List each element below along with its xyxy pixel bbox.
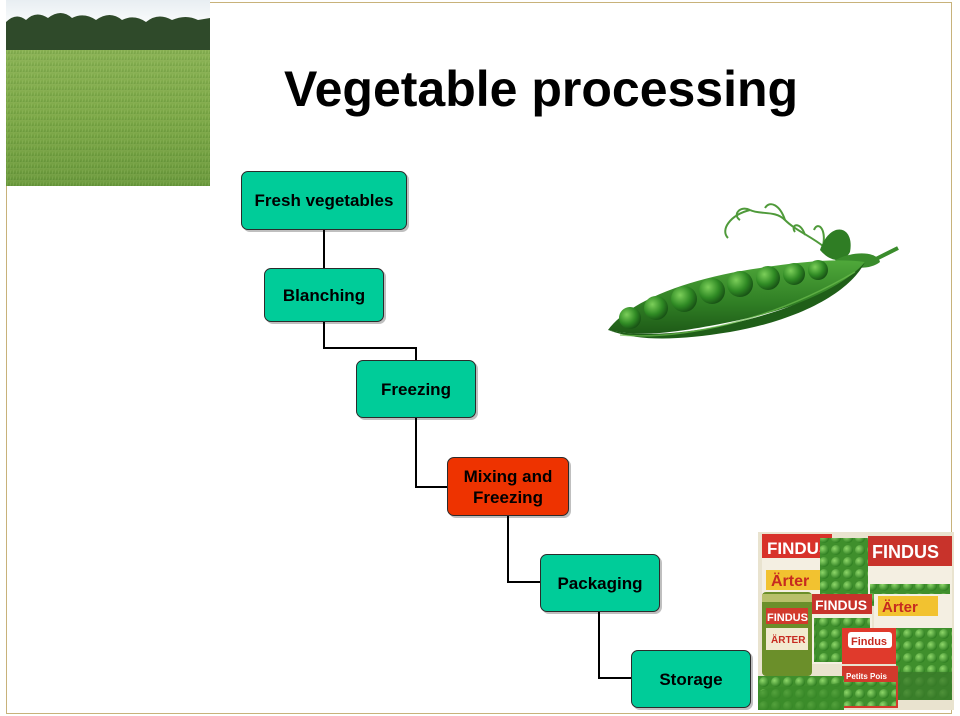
step-label: Mixing and Freezing	[463, 466, 553, 507]
package-product-text: Ärter	[771, 572, 809, 590]
step-fresh-vegetables: Fresh vegetables	[241, 171, 407, 230]
findus-pea-packages-photo: FINDUS Ärter FINDUS FINDUS ÄRTER FINDUS …	[758, 532, 954, 710]
package-brand-text: FINDUS	[767, 539, 830, 558]
package-variant-text: Petits Pois	[846, 672, 887, 681]
pea-pod-photo	[600, 190, 900, 350]
can-brand-text: FINDUS	[767, 612, 808, 624]
package-brand-text-3: FINDUS	[815, 597, 867, 613]
step-label: Blanching	[282, 285, 366, 305]
step-mixing-and-freezing: Mixing and Freezing	[447, 457, 569, 516]
step-label: Storage	[659, 669, 723, 689]
step-packaging: Packaging	[540, 554, 660, 612]
field-photo	[6, 0, 210, 186]
page-title: Vegetable processing	[284, 61, 799, 117]
step-storage: Storage	[631, 650, 751, 708]
bag-brand-text: Findus	[851, 636, 887, 648]
step-label: Fresh vegetables	[254, 191, 394, 210]
can-product-text: ÄRTER	[771, 633, 806, 646]
step-label: Packaging	[557, 573, 643, 593]
step-blanching: Blanching	[264, 268, 384, 322]
step-label: Freezing	[381, 379, 451, 399]
step-freezing: Freezing	[356, 360, 476, 418]
slide-frame	[6, 2, 952, 714]
package-brand-text-2: FINDUS	[872, 542, 939, 562]
package-product-text-2: Ärter	[882, 599, 918, 616]
